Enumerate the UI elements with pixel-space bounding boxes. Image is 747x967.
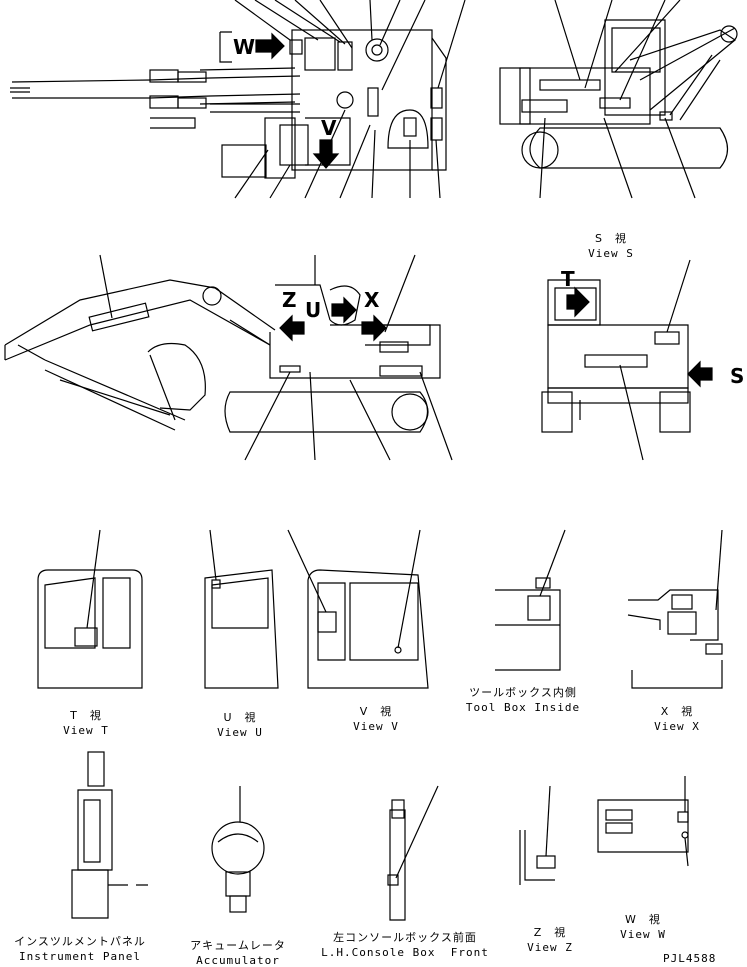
view-x-drawing bbox=[627, 529, 723, 689]
mid-side-view-excavator bbox=[4, 254, 453, 461]
top-view-excavator bbox=[10, 0, 466, 199]
accum-jp: アキュームレータ bbox=[190, 939, 286, 952]
accumulator-drawing bbox=[211, 786, 265, 913]
view-toolbox-drawing bbox=[495, 529, 566, 671]
view-u-jp: U 視 bbox=[223, 711, 257, 724]
view-z-drawing bbox=[519, 785, 556, 885]
view-w-jp: W 視 bbox=[625, 913, 661, 926]
panel-en: Instrument Panel bbox=[19, 950, 141, 963]
view-t-drawing bbox=[37, 529, 143, 689]
marker-x: X bbox=[364, 288, 381, 312]
marker-z: Z bbox=[282, 288, 298, 312]
drawing-number: PJL4588 bbox=[663, 952, 717, 965]
view-v-jp: V 視 bbox=[359, 705, 393, 718]
marker-v: V bbox=[321, 116, 338, 140]
view-x-en: View X bbox=[654, 720, 700, 733]
panel-drawing bbox=[71, 751, 148, 919]
marker-t: T bbox=[561, 267, 576, 291]
view-x-jp: X 視 bbox=[660, 705, 694, 718]
view-u-en: View U bbox=[217, 726, 263, 739]
view-v-drawing bbox=[287, 529, 429, 689]
marker-s: S bbox=[730, 364, 746, 388]
view-toolbox-en: Tool Box Inside bbox=[465, 701, 581, 714]
accum-en: Accumulator bbox=[196, 954, 280, 967]
console-en: L.H.Console Box Front bbox=[321, 946, 489, 959]
console-jp: 左コンソールボックス前面 bbox=[333, 931, 477, 944]
view-s-jp: S 視 bbox=[595, 232, 627, 245]
view-z-jp: Z 視 bbox=[533, 926, 567, 939]
view-z-en: View Z bbox=[527, 941, 573, 954]
view-u-drawing bbox=[204, 529, 279, 689]
view-t-jp: T 視 bbox=[70, 709, 102, 722]
console-drawing bbox=[387, 785, 439, 921]
top-right-side-view bbox=[499, 0, 738, 199]
marker-u: U bbox=[305, 298, 323, 322]
view-w-drawing bbox=[597, 776, 689, 867]
view-s-en: View S bbox=[588, 247, 634, 260]
view-toolbox-jp: ツールボックス内側 bbox=[469, 686, 577, 699]
view-t-en: View T bbox=[63, 724, 109, 737]
rear-view-t bbox=[541, 259, 713, 461]
view-v-en: View V bbox=[353, 720, 399, 733]
panel-jp: インスツルメントパネル bbox=[14, 935, 146, 948]
view-w-en: View W bbox=[620, 928, 666, 941]
marker-w: W bbox=[233, 35, 257, 59]
